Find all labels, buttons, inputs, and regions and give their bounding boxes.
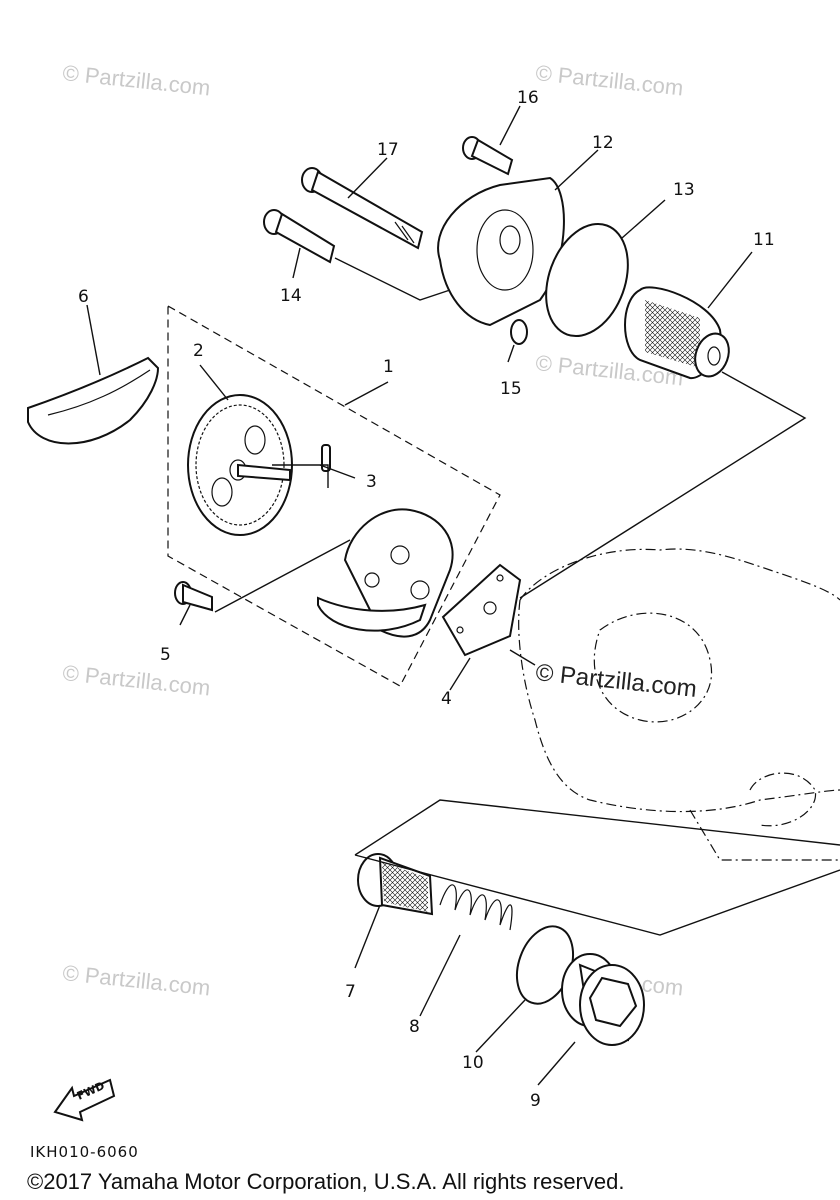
- leader-lines: [86, 105, 840, 1086]
- watermark-1: © Partzilla.com: [61, 60, 211, 100]
- callout-12: 12: [592, 133, 614, 153]
- watermark-2: © Partzilla.com: [534, 60, 684, 100]
- callout-17: 17: [377, 140, 399, 160]
- part-7-strainer: [357, 853, 434, 916]
- part-16-bolt: [462, 136, 514, 176]
- part-4-gasket: [441, 563, 522, 657]
- part-12-filter-cover: [437, 176, 565, 327]
- oil-pump-assembly-box: [167, 304, 501, 687]
- fwd-arrow: FWD: [53, 1078, 116, 1122]
- diagram-code: IKH010-6060: [30, 1143, 139, 1161]
- callouts: 1 2 3 4 5 6 7 8 9 10 11 12 13 14 15 16 1…: [78, 88, 775, 1111]
- callout-9: 9: [530, 1091, 541, 1111]
- callout-5: 5: [160, 645, 171, 665]
- watermark-7: © Partzilla.com: [534, 659, 698, 703]
- watermark-4: © Partzilla.com: [61, 660, 211, 700]
- callout-2: 2: [193, 341, 204, 361]
- callout-11: 11: [753, 230, 775, 250]
- callout-8: 8: [409, 1017, 420, 1037]
- callout-7: 7: [345, 982, 356, 1002]
- part-15-small-o-ring: [510, 319, 528, 345]
- callout-15: 15: [500, 379, 522, 399]
- watermark-5: © Partzilla.com: [61, 960, 211, 1000]
- callout-1: 1: [383, 357, 394, 377]
- callout-10: 10: [462, 1053, 484, 1073]
- part-5-screw: [174, 581, 213, 612]
- part-13-o-ring: [545, 222, 629, 338]
- part-14-bolt: [263, 209, 336, 264]
- part-6-cover: [27, 356, 160, 445]
- crankcase-outline: [518, 548, 840, 861]
- part-8-spring: [439, 884, 513, 931]
- part-17-bolt: [301, 167, 424, 250]
- part-11-oil-filter: [624, 286, 730, 380]
- callout-13: 13: [673, 180, 695, 200]
- callout-14: 14: [280, 286, 302, 306]
- part-9-drain-plug: [561, 953, 645, 1046]
- callout-16: 16: [517, 88, 539, 108]
- callout-4: 4: [441, 689, 452, 709]
- callout-3: 3: [366, 472, 377, 492]
- oil-pump-body: [317, 508, 454, 638]
- callout-6: 6: [78, 287, 89, 307]
- copyright: ©2017 Yamaha Motor Corporation, U.S.A. A…: [27, 1169, 624, 1194]
